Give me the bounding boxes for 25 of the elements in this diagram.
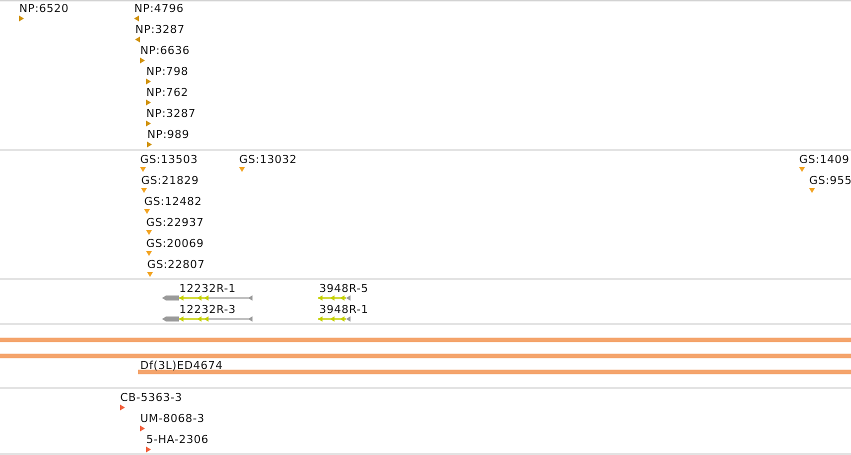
feature-label: NP:762 xyxy=(147,88,187,96)
feature-label: NP:798 xyxy=(147,66,188,76)
feature-label: GS:955 xyxy=(810,176,851,184)
feature-label: 5-HA-2306 xyxy=(147,434,208,444)
feature-label: GS:20069 xyxy=(146,238,203,248)
feature-label: NP:6520 xyxy=(20,4,68,12)
feature-label: NP:6636 xyxy=(141,46,189,54)
feature-label: GS:22807 xyxy=(148,260,204,268)
feature-label: 3948R-1 xyxy=(320,304,367,314)
feature-label: GS:13032 xyxy=(240,154,296,164)
feature-label: NP:989 xyxy=(148,130,188,138)
feature-label: 12232R-1 xyxy=(180,284,234,292)
feature-label: Df(3L)ED4674 xyxy=(141,360,222,370)
feature-label: 3948R-5 xyxy=(320,284,368,292)
feature-label: GS:13503 xyxy=(140,154,197,164)
feature-label: CB-5363-3 xyxy=(120,392,181,402)
feature-label: NP:4796 xyxy=(135,4,183,12)
feature-label: NP:3287 xyxy=(136,24,184,34)
feature-label: UM-8068-3 xyxy=(141,414,204,422)
feature-label: GS:1409 xyxy=(800,154,848,164)
feature-label: 12232R-3 xyxy=(180,304,235,314)
feature-label: GS:12482 xyxy=(144,196,200,206)
feature-label: NP:3287 xyxy=(147,108,194,118)
feature-label: GS:21829 xyxy=(142,176,198,184)
feature-label: GS:22937 xyxy=(146,218,203,226)
